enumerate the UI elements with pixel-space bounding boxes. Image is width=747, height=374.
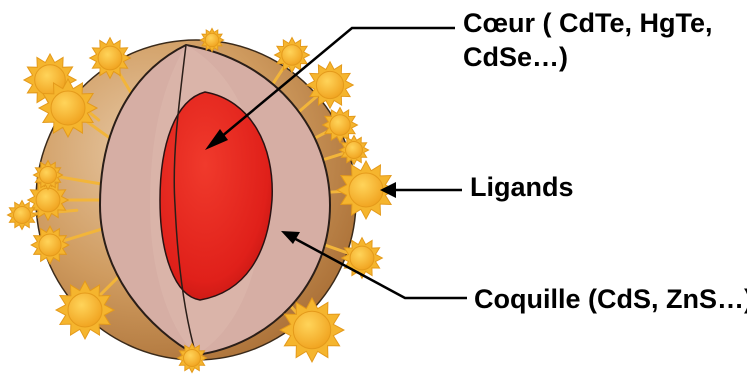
core-label-line1: Cœur ( CdTe, HgTe,: [463, 6, 712, 40]
shell-label: Coquille (CdS, ZnS…): [474, 282, 747, 316]
ligands-label: Ligands: [470, 170, 574, 204]
arrow-ligands: [380, 182, 462, 198]
core-label-line2: CdSe…): [463, 40, 712, 74]
core-label: Cœur ( CdTe, HgTe, CdSe…): [463, 6, 712, 74]
sun-ligand-icon: [8, 201, 37, 230]
